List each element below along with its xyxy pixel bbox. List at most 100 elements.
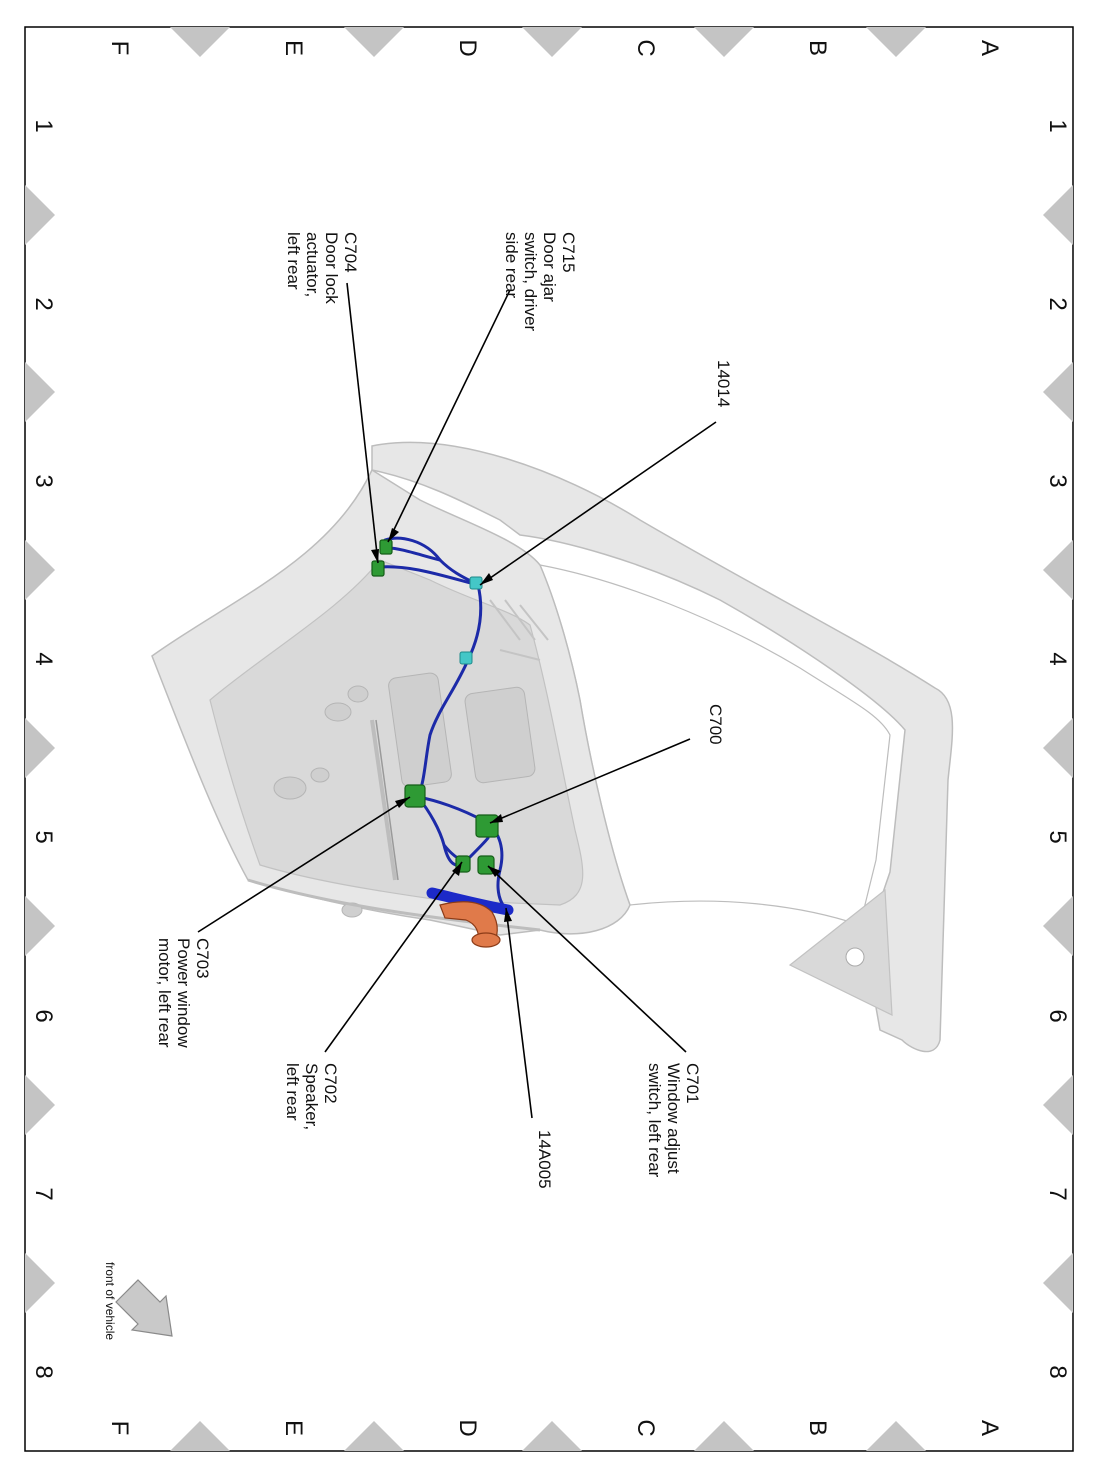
leader-14a005 [505,907,533,1119]
grid-number-left-3: 3 [30,474,57,487]
callout-14014-line-1: 14014 [714,360,733,407]
leader-c703 [197,796,411,933]
callout-c702: C702 Speaker, left rear [283,1063,340,1130]
window-frame [371,441,954,1053]
callout-c702-line-2: Speaker, [302,1063,321,1130]
grid-letter-top-b: B [804,40,831,56]
callout-c715: C715 Door ajar switch, driver side rear [502,232,578,332]
access-hole-1 [324,702,352,722]
grid-triangle-bottom-3 [522,1421,582,1451]
grid-triangle-left-1 [25,185,55,245]
grid-letter-top-d: D [454,39,481,56]
callout-c701: C701 Window adjust switch, left rear [645,1063,702,1178]
leader-c702 [324,861,463,1053]
grid-triangle-top-4 [344,27,404,57]
callout-14014: 14014 [714,360,733,407]
arrowhead-c700 [490,814,503,823]
access-hole-4 [310,767,330,783]
grid-triangle-bottom-4 [344,1421,404,1451]
wiring-harness [371,536,514,948]
grid-number-left-4: 4 [30,652,57,665]
callout-c704-line-2: Door lock [322,232,341,304]
grid-letter-bottom-a: A [976,1420,1003,1436]
grid-numbers-right: 1 2 3 4 5 6 7 8 [1044,119,1071,1378]
grid-letter-bottom-f: F [106,1421,133,1436]
grid-triangle-left-2 [25,362,55,422]
arrowhead-c702 [452,862,462,876]
grid-number-left-7: 7 [30,1187,57,1200]
leader-c700 [489,738,691,824]
arrowhead-c701 [488,866,501,877]
harness-loop [416,795,490,867]
arrowhead-c715 [388,528,399,542]
grid-triangle-left-5 [25,896,55,956]
callout-c703: C703 Power window motor, left rear [155,938,212,1048]
grid-triangle-right-5 [1043,896,1073,956]
grid-triangle-top-2 [694,27,754,57]
grid-triangle-left-4 [25,718,55,778]
harness-thick-section [426,887,514,916]
callout-c715-line-3: switch, driver [521,232,540,332]
connector-c715 [379,539,393,555]
leader-c701 [487,865,687,1053]
grid-letter-top-f: F [106,41,133,56]
grid-number-left-5: 5 [30,830,57,843]
callout-c700-line-1: C700 [706,704,725,745]
connector-c700 [475,814,499,838]
leader-c704 [346,282,379,564]
door-lower-edge [247,878,541,932]
grid-triangle-right-1 [1043,185,1073,245]
grid-triangle-top-5 [170,27,230,57]
front-of-vehicle-label: front of vehicle [103,1262,117,1340]
grid-triangle-right-2 [1043,362,1073,422]
grid-triangle-right-6 [1043,1075,1073,1135]
clip-14014 [469,576,483,590]
panel-recess [388,672,452,788]
callout-c715-line-4: side rear [502,232,521,298]
panel-recess-2 [464,686,536,784]
grid-number-left-6: 6 [30,1009,57,1022]
leader-c715 [387,289,511,543]
callout-14a005-line-1: 14A005 [535,1130,554,1189]
rear-door-illustration [151,441,954,1053]
callout-c702-line-1: C702 [321,1063,340,1104]
front-of-vehicle-indicator: front of vehicle [103,1262,173,1340]
mirror-bracket [788,888,893,1016]
arrowhead-14014 [480,573,493,585]
callout-c704-line-3: actuator, [303,232,322,297]
grid-number-right-6: 6 [1044,1009,1071,1022]
grid-number-right-2: 2 [1044,297,1071,310]
grid-number-right-3: 3 [1044,474,1071,487]
access-hole-2 [347,685,369,703]
grommet-end [471,932,501,948]
callout-c700: C700 [706,704,725,745]
arrowhead-c703 [395,797,410,808]
window-channel [370,719,397,881]
panel-ribs [489,599,549,661]
harness-branch-c704 [378,565,480,587]
access-hole-3 [273,776,307,800]
connector-c701 [477,855,495,875]
grid-triangle-right-4 [1043,718,1073,778]
callout-c704-line-1: C704 [341,232,360,273]
connector-c704 [371,560,385,577]
grid-number-left-1: 1 [30,119,57,132]
arrowhead-c704 [371,549,379,563]
grid-markers [25,27,1073,1451]
grid-triangle-top-3 [522,27,582,57]
front-of-vehicle-arrow-icon [115,1279,173,1337]
grid-letters-bottom: A B C D E F [106,1419,1003,1436]
grid-number-right-1: 1 [1044,119,1071,132]
clip-mid [459,651,473,665]
grid-triangle-bottom-5 [170,1421,230,1451]
grid-number-right-4: 4 [1044,652,1071,665]
callout-c715-line-2: Door ajar [540,232,559,302]
grid-triangle-left-7 [25,1253,55,1313]
grid-triangle-right-3 [1043,540,1073,600]
grid-number-left-2: 2 [30,297,57,310]
leader-14014 [479,421,717,586]
grid-letter-bottom-b: B [804,1420,831,1436]
grid-triangle-bottom-1 [866,1421,926,1451]
grid-numbers-left: 1 2 3 4 5 6 7 8 [30,119,57,1378]
